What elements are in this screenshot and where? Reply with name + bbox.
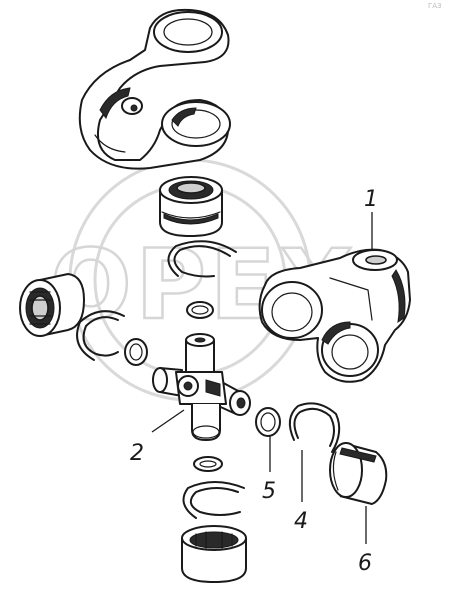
top-retaining-ring (167, 240, 237, 278)
left-retaining-ring (76, 310, 125, 361)
right-yoke (258, 248, 411, 383)
callout-label-2: 2 (130, 441, 144, 466)
cross-spider (152, 333, 251, 441)
corner-mark: ГАЗ (428, 2, 442, 10)
left-bearing-cup (19, 273, 85, 337)
callout-4: 4 (294, 450, 308, 534)
bottom-seal-ring (193, 456, 223, 472)
callout-5: 5 (262, 436, 276, 504)
upper-yoke (78, 8, 231, 170)
callout-label-4: 4 (294, 509, 308, 534)
bottom-bearing-cup (181, 525, 247, 583)
right-retaining-ring (288, 402, 341, 453)
callout-label-6: 6 (358, 551, 372, 576)
callout-label-1: 1 (364, 187, 378, 212)
callout-label-5: 5 (262, 479, 276, 504)
callout-6: 6 (358, 506, 372, 576)
left-seal-ring (124, 338, 148, 366)
bottom-retaining-ring (182, 481, 245, 519)
top-bearing-cup (159, 176, 223, 237)
right-bearing-cup (329, 442, 388, 505)
callout-1: 1 (364, 187, 378, 250)
callout-2: 2 (130, 409, 185, 466)
top-seal-ring (186, 301, 214, 319)
right-seal-ring (255, 407, 281, 437)
